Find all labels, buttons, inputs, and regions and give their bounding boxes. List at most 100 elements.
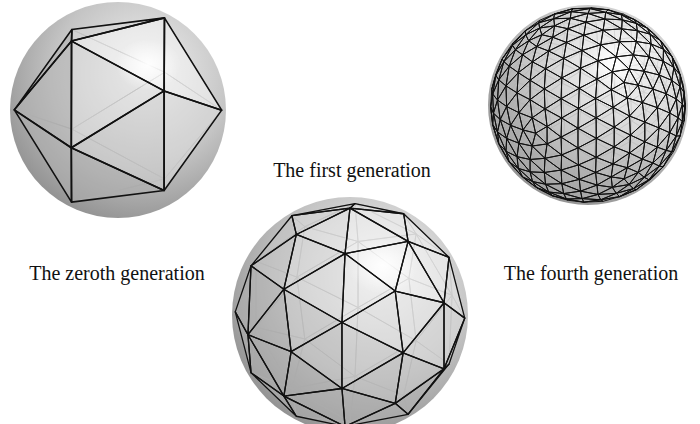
front-edge: [562, 68, 581, 88]
face: [71, 148, 164, 202]
front-edge: [509, 162, 522, 177]
front-edge: [395, 353, 444, 404]
front-edge: [545, 144, 562, 158]
front-edge: [571, 9, 590, 14]
face: [554, 9, 573, 14]
face: [530, 158, 545, 172]
front-edge: [499, 144, 509, 162]
front-edge: [248, 335, 291, 396]
face: [444, 303, 465, 369]
front-edge: [597, 177, 612, 187]
front-edge: [544, 89, 561, 109]
front-edge: [530, 172, 545, 184]
front-edge: [14, 41, 71, 148]
front-edge: [598, 57, 616, 72]
front-edge: [530, 158, 545, 172]
face: [596, 172, 612, 185]
front-edge: [284, 234, 345, 289]
front-edge: [578, 88, 595, 108]
front-edge: [579, 68, 597, 88]
front-edge: [553, 29, 568, 43]
front-edge: [71, 41, 164, 148]
front-edge: [596, 90, 613, 108]
front-edge: [14, 110, 71, 202]
generation-label: The zeroth generation: [29, 261, 204, 285]
front-edge: [581, 191, 598, 199]
front-edge: [248, 266, 284, 335]
face: [539, 14, 555, 23]
face: [72, 18, 165, 41]
front-edge: [545, 155, 562, 170]
front-edge: [513, 31, 526, 45]
front-edge: [564, 42, 582, 58]
face: [566, 199, 583, 202]
front-edge: [578, 99, 596, 118]
face: [491, 107, 493, 125]
face: [605, 19, 622, 29]
front-edge: [499, 144, 509, 162]
face: [532, 133, 547, 146]
front-edge: [251, 373, 296, 417]
front-edge: [630, 122, 644, 142]
front-edge: [506, 86, 517, 107]
front-edge: [578, 118, 596, 139]
face: [539, 14, 555, 23]
face: [545, 144, 562, 158]
front-edge: [530, 89, 545, 109]
front-edge: [235, 312, 251, 373]
front-edge: [661, 41, 672, 57]
front-edge: [562, 108, 579, 128]
front-edge: [444, 303, 465, 369]
front-edge: [629, 55, 644, 71]
front-edge: [638, 71, 653, 89]
front-edge: [638, 85, 653, 102]
generation-label: The first generation: [273, 158, 431, 182]
front-edge: [603, 19, 622, 30]
front-edge: [561, 118, 578, 137]
face: [493, 125, 499, 144]
front-edge: [444, 257, 465, 318]
face: [395, 291, 444, 353]
face: [546, 184, 564, 193]
front-edge: [624, 82, 638, 97]
front-edge: [342, 254, 395, 323]
front-edge: [566, 29, 583, 43]
front-edge: [284, 254, 345, 323]
front-edge: [530, 69, 545, 89]
front-edge: [539, 14, 555, 23]
face: [554, 18, 570, 26]
front-edge: [645, 128, 659, 147]
front-edge: [596, 99, 613, 118]
face: [586, 19, 605, 30]
front-edge: [578, 128, 596, 148]
front-edge: [596, 127, 614, 147]
front-edge: [638, 159, 653, 172]
face: [530, 172, 545, 184]
front-edge: [345, 241, 408, 291]
front-edge: [613, 147, 629, 164]
front-edge: [603, 29, 622, 42]
front-edge: [547, 126, 561, 143]
front-edge: [653, 89, 666, 108]
front-edge: [395, 369, 444, 414]
front-edge: [72, 18, 165, 41]
front-edge: [164, 18, 222, 110]
face: [530, 172, 545, 184]
front-edge: [491, 107, 493, 125]
front-edge: [666, 94, 676, 113]
face: [578, 165, 595, 179]
face: [554, 9, 573, 14]
front-edge: [493, 125, 499, 144]
front-edge: [491, 107, 494, 125]
sphere: [232, 197, 468, 424]
front-edge: [545, 99, 562, 118]
face: [164, 91, 222, 191]
front-edge: [611, 177, 624, 187]
front-edge: [611, 90, 627, 108]
front-edge: [561, 78, 579, 99]
front-edge: [645, 108, 659, 128]
front-edge: [676, 99, 682, 118]
sphere-disk: [488, 5, 688, 205]
front-edge: [596, 79, 612, 98]
